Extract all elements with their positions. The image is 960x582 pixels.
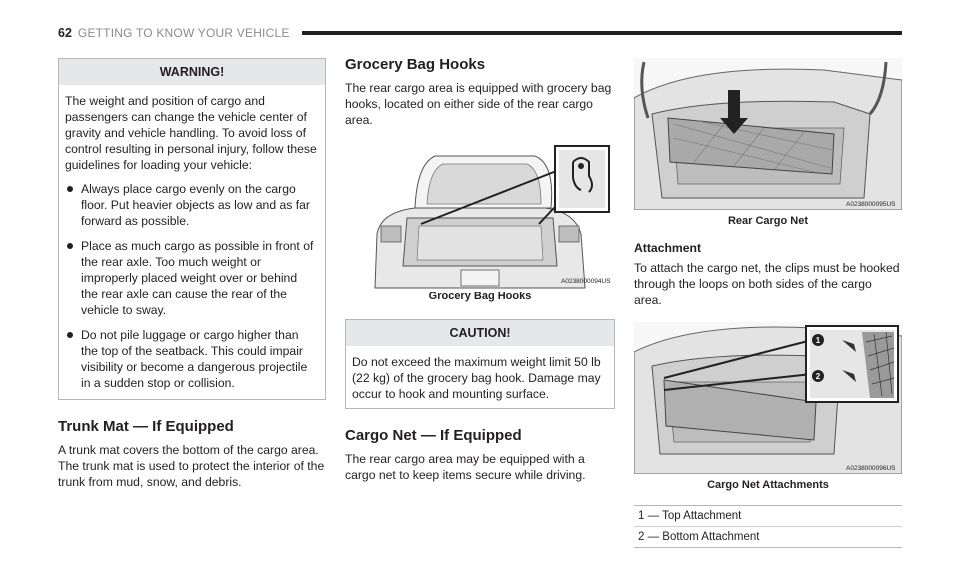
- cargo-net-attachments-figure: 1 2 A0238000096US: [634, 322, 902, 474]
- page-header: 62 GETTING TO KNOW YOUR VEHICLE: [58, 24, 902, 42]
- bullet-icon: [67, 243, 73, 249]
- grocery-hooks-illustration: A0238000094US: [374, 145, 611, 289]
- attachment-body: To attach the cargo net, the clips must …: [634, 261, 900, 307]
- callout-1: 1: [816, 336, 821, 345]
- warning-box: WARNING! The weight and position of carg…: [58, 58, 326, 400]
- header-rule: [301, 31, 902, 35]
- attachments-caption: Cargo Net Attachments: [707, 479, 829, 491]
- rear-cargo-net-figure: A0238000095US: [634, 58, 902, 210]
- trunk-mat-body: A trunk mat covers the bottom of the car…: [58, 443, 325, 489]
- grocery-body: The rear cargo area is equipped with gro…: [345, 81, 612, 127]
- warning-list: Always place cargo evenly on the cargo f…: [65, 181, 317, 391]
- cargo-net-heading: Cargo Net — If Equipped: [345, 427, 522, 444]
- figure-code: A0238000096US: [846, 465, 896, 472]
- bullet-icon: [67, 332, 73, 338]
- cargo-net-attachments-illustration: 1 2 A0238000096US: [634, 322, 902, 474]
- grocery-hooks-figure: A0238000094US: [345, 142, 615, 292]
- warning-intro: The weight and position of cargo and pas…: [65, 94, 317, 172]
- chapter-title: GETTING TO KNOW YOUR VEHICLE: [77, 26, 290, 40]
- callout-2: 2: [816, 372, 821, 381]
- grocery-caption: Grocery Bag Hooks: [428, 290, 532, 302]
- list-item: Always place cargo evenly on the cargo f…: [65, 181, 317, 229]
- legend-item: 1 — Top Attachment: [638, 510, 742, 522]
- figure-code: A0238000095US: [846, 201, 896, 208]
- callout-legend: 1 — Top Attachment 2 — Bottom Attachment: [634, 505, 902, 548]
- rear-cargo-net-illustration: A0238000095US: [634, 58, 902, 210]
- list-item: Place as much cargo as possible in front…: [65, 238, 317, 318]
- figure-code: A0238000094US: [561, 278, 611, 285]
- cargo-net-body: The rear cargo area may be equipped with…: [345, 452, 586, 482]
- column-right: A0238000095US Rear Cargo Net Attachment …: [634, 58, 902, 548]
- caution-box: CAUTION! Do not exceed the maximum weigh…: [345, 319, 615, 409]
- column-left: WARNING! The weight and position of carg…: [58, 58, 326, 490]
- column-middle: Grocery Bag Hooks The rear cargo area is…: [345, 56, 615, 483]
- trunk-mat-heading: Trunk Mat — If Equipped: [58, 418, 234, 435]
- legend-item: 2 — Bottom Attachment: [634, 526, 902, 547]
- grocery-heading: Grocery Bag Hooks: [345, 56, 486, 73]
- list-item: Do not pile luggage or cargo higher than…: [65, 327, 317, 391]
- caution-title: CAUTION!: [346, 320, 614, 346]
- attachment-heading: Attachment: [634, 241, 702, 255]
- caution-body: Do not exceed the maximum weight limit 5…: [352, 355, 601, 401]
- bullet-icon: [67, 186, 73, 192]
- page-number: 62: [58, 26, 72, 40]
- warning-title: WARNING!: [59, 59, 325, 85]
- rear-net-caption: Rear Cargo Net: [727, 215, 809, 227]
